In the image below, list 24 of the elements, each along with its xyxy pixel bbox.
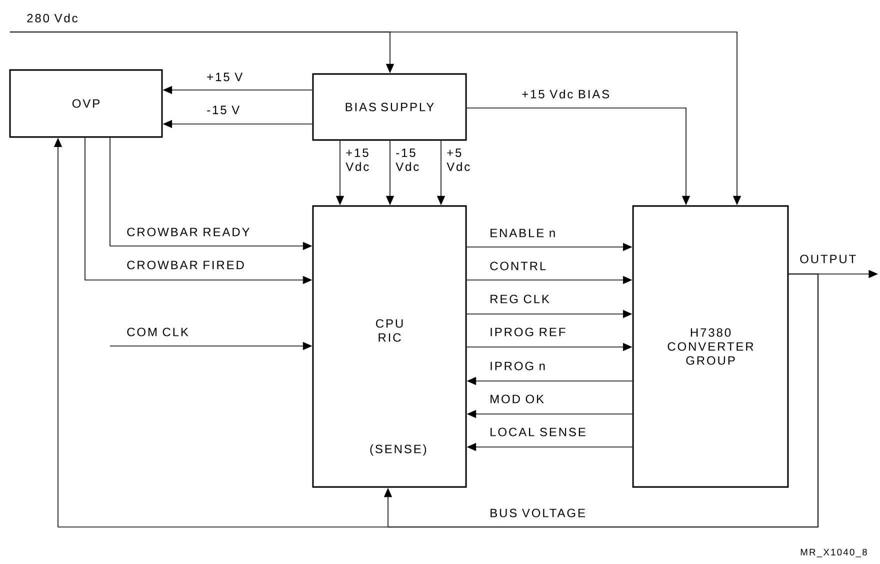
block-box: H7380 CONVERTER GROUP [632,205,789,488]
edge-label: MOD OK [488,393,546,405]
block-box: CPU RIC (SENSE) [312,205,467,488]
edge-label: -15 Vdc [394,147,424,172]
edge-label: CROWBAR READY [125,226,252,238]
edge-label: REG CLK [488,293,551,305]
edge-label: +5 Vdc [445,147,474,172]
edge-label: OUTPUT [798,253,858,265]
edge-label: 280 Vdc [25,12,80,24]
edge-label: CONTRL [488,260,548,272]
edge-label: ENABLE n [488,228,557,238]
edge-label: IPROG REF [488,326,568,338]
block-box: OVP [9,69,163,138]
edge-label: +15 Vdc [344,147,374,172]
edge-label: COM CLK [125,326,190,338]
edge-label: +15 V [205,71,244,83]
block-box: BIAS SUPPLY [312,73,467,141]
edge-label: CROWBAR FIRED [125,259,246,271]
edge-label: IPROG n [488,360,547,372]
edge-label: LOCAL SENSE [488,426,588,438]
edge-label: +15 Vdc BIAS [520,88,611,100]
figure-id: MR_X1040_8 [800,548,867,558]
edge-label: -15 V [205,104,241,116]
edge-label: BUS VOLTAGE [488,507,587,519]
